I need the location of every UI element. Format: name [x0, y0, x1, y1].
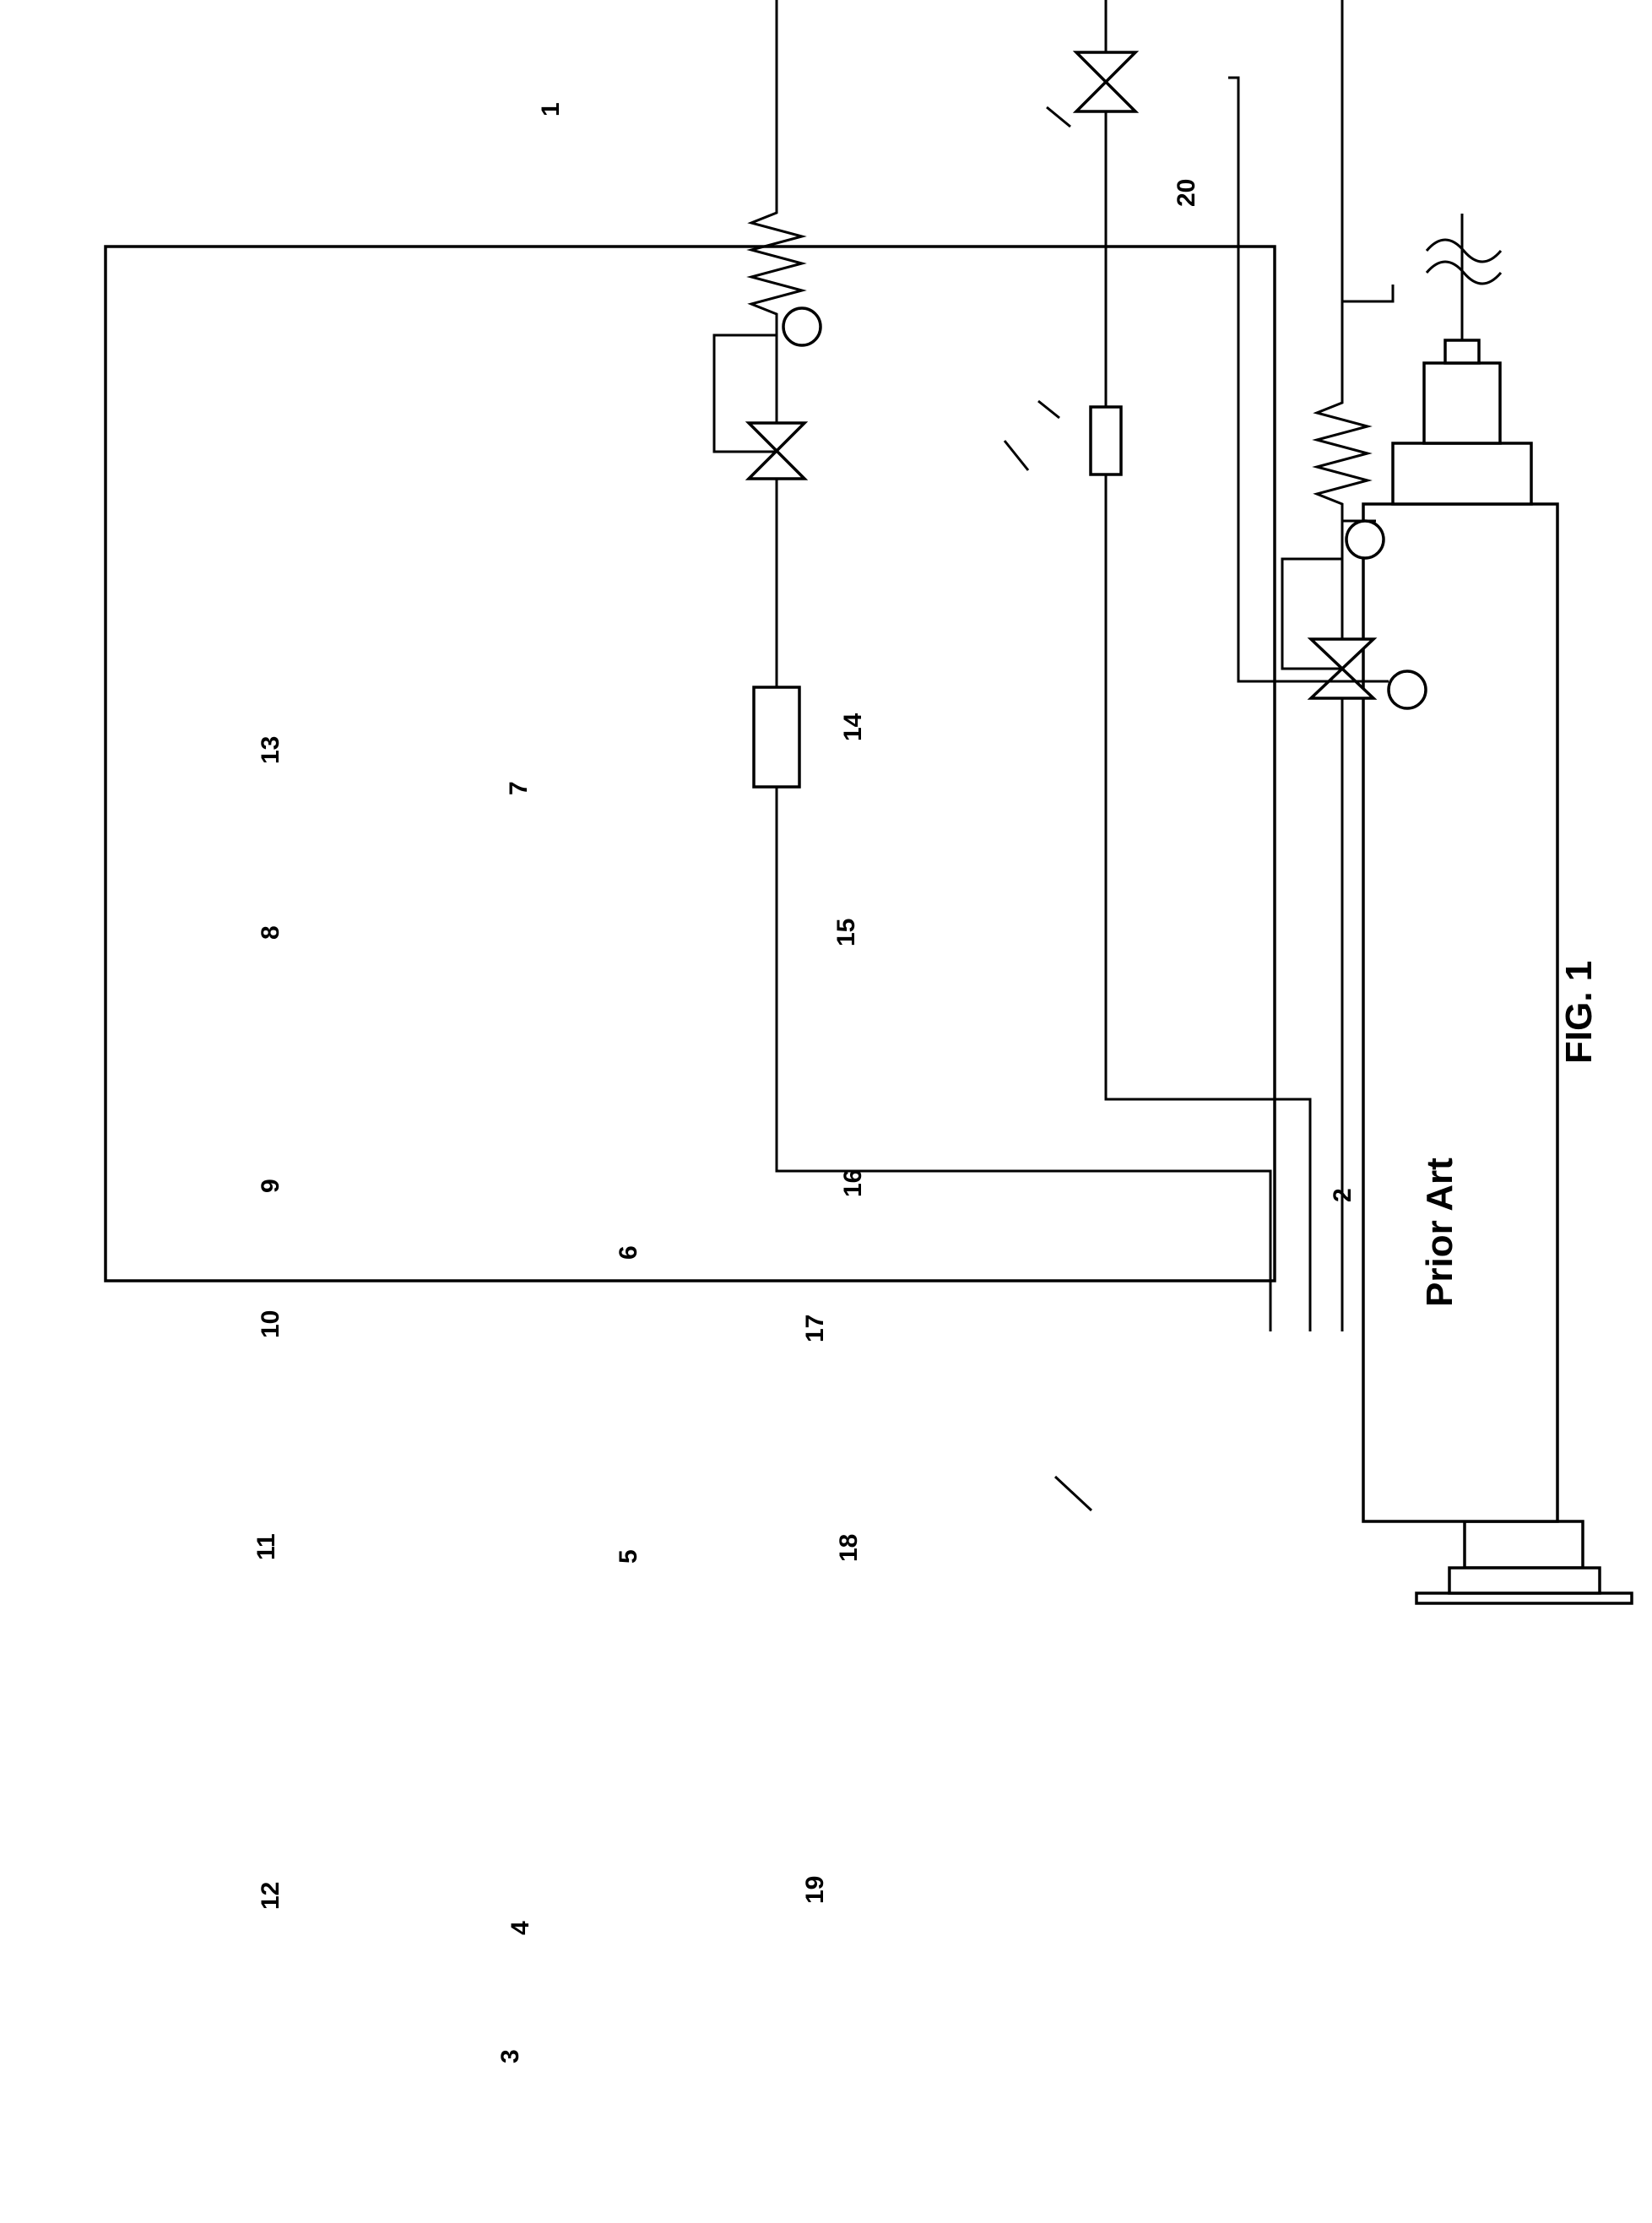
- label-10: 10: [257, 1310, 284, 1338]
- gauge-17: [783, 308, 821, 345]
- label-18: 18: [835, 1534, 863, 1562]
- reference-labels: 1 2 3 4 5 6 7 8 9 10 11 12 13 14 15 16 1…: [252, 102, 1357, 2063]
- label-8: 8: [257, 925, 284, 940]
- leader-lines: [1005, 0, 1163, 1510]
- label-3: 3: [496, 2049, 524, 2063]
- device-body: [1363, 504, 1557, 1521]
- label-12: 12: [257, 1882, 284, 1910]
- gauge-10: [1346, 521, 1384, 558]
- figure-caption: FIG. 1: [1558, 961, 1600, 1064]
- element-15: [754, 687, 799, 787]
- label-13: 13: [257, 736, 284, 764]
- filter-6: [1091, 407, 1121, 474]
- schematic-drawing: [106, 0, 1632, 1603]
- label-11: 11: [252, 1533, 280, 1560]
- label-15: 15: [832, 919, 860, 946]
- label-6: 6: [615, 1245, 642, 1260]
- device-flange-ring: [1449, 1568, 1600, 1593]
- label-5: 5: [615, 1549, 642, 1564]
- label-16: 16: [839, 1169, 867, 1197]
- label-1: 1: [537, 102, 565, 117]
- label-7: 7: [505, 781, 533, 795]
- figure-subtitle: Prior Art: [1419, 1158, 1460, 1307]
- label-4: 4: [506, 1921, 534, 1935]
- device-flange-plate: [1416, 1593, 1632, 1603]
- label-9: 9: [257, 1179, 284, 1193]
- heater-18: [751, 0, 802, 335]
- gauge-8: [1389, 671, 1426, 708]
- label-17: 17: [801, 1315, 829, 1342]
- heater-11: [1317, 285, 1393, 521]
- valve-5: [1076, 52, 1135, 111]
- device-flange-outer: [1465, 1521, 1583, 1568]
- line-20: [1427, 214, 1501, 340]
- device-end-step2: [1424, 363, 1500, 443]
- label-20: 20: [1173, 179, 1200, 207]
- label-14: 14: [839, 713, 867, 741]
- device-end-step1: [1393, 443, 1531, 504]
- label-2: 2: [1329, 1188, 1357, 1202]
- device-end-tip: [1445, 340, 1479, 363]
- label-19: 19: [801, 1876, 829, 1904]
